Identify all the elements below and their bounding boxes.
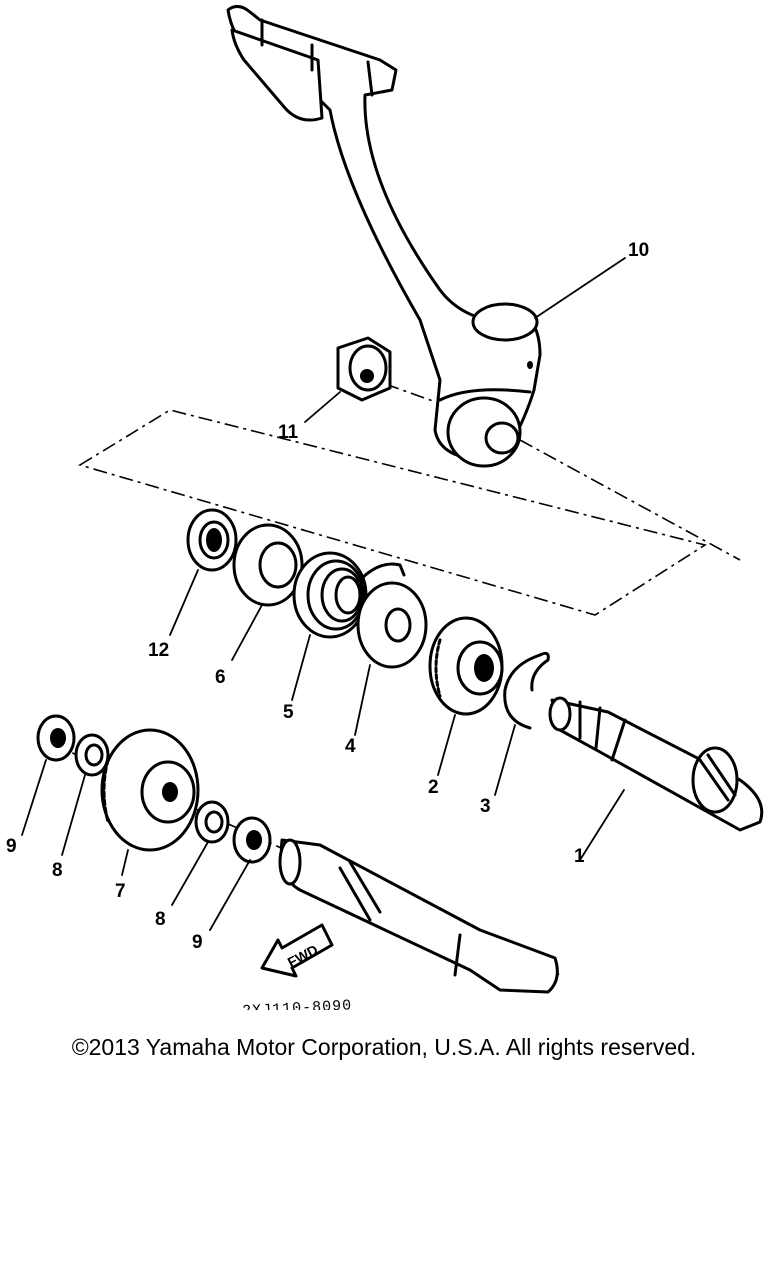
callout-3: 3	[480, 796, 491, 817]
ratchet-wheel	[428, 616, 504, 716]
callout-5: 5	[283, 702, 294, 723]
callout-10: 10	[628, 240, 649, 261]
circlip-9-right	[232, 816, 272, 864]
kick-shaft	[548, 696, 764, 832]
callout-6: 6	[215, 667, 226, 688]
idle-gear	[100, 728, 200, 852]
callout-2: 2	[428, 777, 439, 798]
callout-9-left: 9	[6, 836, 17, 857]
copyright-notice: ©2013 Yamaha Motor Corporation, U.S.A. A…	[71, 1034, 697, 1060]
callout-12: 12	[148, 640, 169, 661]
callout-11: 11	[278, 422, 299, 443]
oil-seal	[186, 508, 238, 572]
washer-8-left	[74, 733, 110, 777]
washer-8-right	[194, 800, 230, 844]
nut	[336, 336, 392, 402]
callout-1: 1	[574, 846, 585, 867]
callout-4: 4	[345, 736, 356, 757]
callout-8-left: 8	[52, 860, 63, 881]
kick-pedal-arm	[226, 5, 542, 468]
washer-4	[356, 581, 428, 669]
callout-8-right: 8	[155, 909, 166, 930]
upper-axis-line	[359, 374, 741, 561]
drawing-code: 2XJ110-8090	[242, 997, 353, 1010]
circlip-9-left	[36, 714, 76, 762]
lower-shaft	[278, 838, 559, 994]
reference-frame	[78, 409, 707, 616]
leader-lines	[21, 257, 626, 931]
spring-guide	[232, 523, 304, 607]
forward-direction-arrow: FWD	[260, 923, 334, 978]
callout-7: 7	[115, 881, 126, 902]
circlip-3	[503, 651, 550, 730]
callout-9-right: 9	[192, 932, 203, 953]
torsion-spring	[292, 551, 406, 639]
exploded-parts-diagram: FWD 1 2 3 4 5 6 7 8 8 9 9 10 11 12 2XJ11…	[6, 5, 764, 1010]
